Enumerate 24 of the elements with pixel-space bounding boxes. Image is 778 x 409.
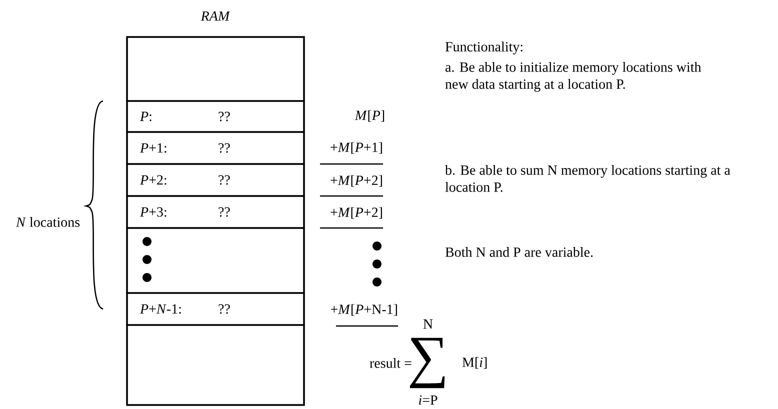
brace-label: N locations: [16, 217, 80, 227]
memory-cell: P: ??: [126, 100, 305, 133]
formula-text: N: [423, 319, 433, 329]
memory-cell: P+2: ??: [126, 163, 305, 197]
memory-cell: [126, 324, 305, 406]
sum-term: +M[P+N-1]: [330, 304, 397, 316]
sum-term: +M[P+2]: [330, 175, 382, 187]
memory-cell: P+3: ??: [126, 195, 305, 229]
memory-cell: P+1: ??: [126, 131, 305, 165]
memory-title: RAM: [200, 11, 230, 21]
sum-sign: ∑: [410, 338, 445, 388]
heading: Functionality:: [445, 42, 522, 54]
memory-cell: [126, 36, 305, 102]
formula-text: result =: [370, 358, 412, 368]
note-text: b. Be able to sum N memory locations starting at a location P.: [445, 164, 730, 192]
formula-text: M[i]: [462, 357, 487, 369]
memory-cell: [126, 227, 305, 294]
note-text: a. Be able to initialize memory locations with new data starting at a location P.: [445, 62, 702, 92]
formula-text: i=P: [419, 395, 438, 405]
sum-term: +M[P+2]: [330, 207, 382, 219]
note-text: Both N and P are variable.: [445, 247, 593, 257]
sum-term: M[P]: [354, 110, 384, 122]
sum-term: +M[P+1]: [330, 142, 382, 154]
memory-cell: P+N-1: ??: [126, 292, 305, 326]
